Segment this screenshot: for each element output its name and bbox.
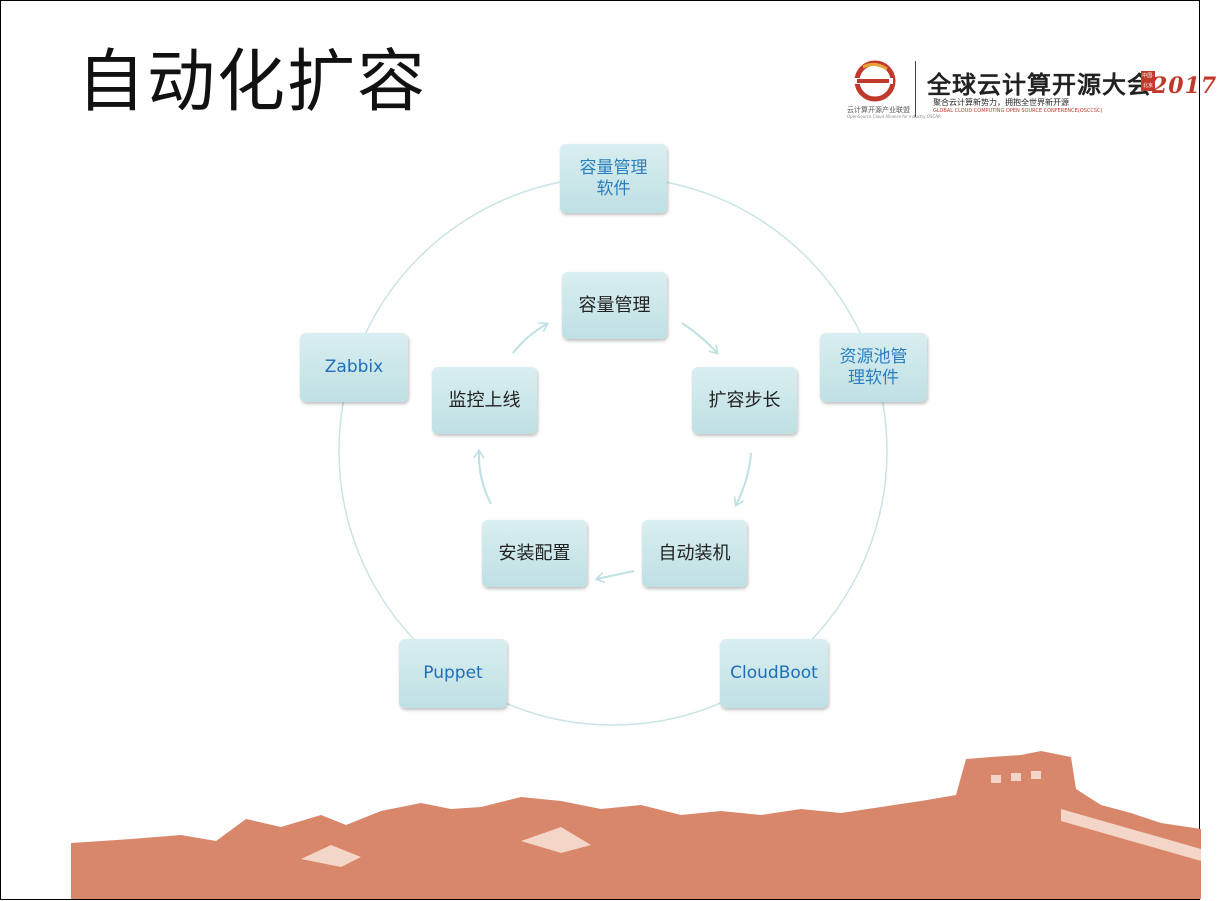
outer-node-label: 资源池管 理软件 <box>839 347 908 388</box>
step-node-label: 自动装机 <box>658 542 731 564</box>
outer-node-pool-software[interactable]: 资源池管 理软件 <box>820 333 927 402</box>
great-wall-mountains-decoration <box>71 751 1201 899</box>
outer-node-capacity-software[interactable]: 容量管理 软件 <box>560 144 667 213</box>
outer-node-cloudboot[interactable]: CloudBoot <box>720 639 828 708</box>
slide-title: 自动化扩容 <box>77 43 428 122</box>
step-node-label: 容量管理 <box>578 294 651 316</box>
brand-title: 全球云计算开源大会2017 <box>927 65 1217 100</box>
conference-logo: 云计算开源产业联盟 OpenSource Cloud Alliance for … <box>843 59 1216 121</box>
cycle-arrow-2 <box>733 452 752 508</box>
brand-slogan: 聚合云计算新势力，拥抱全世界新开源 <box>933 98 1069 107</box>
outer-node-label: 容量管理 软件 <box>579 158 648 199</box>
step-node-label: 监控上线 <box>448 389 521 411</box>
brand-english: GLOBAL CLOUD COMPUTING OPEN SOURCE CONFE… <box>933 108 1103 114</box>
step-node-install-config[interactable]: 安装配置 <box>482 520 587 587</box>
step-node-capacity-management[interactable]: 容量管理 <box>562 272 667 339</box>
brand-year: 2017 <box>1152 73 1217 99</box>
org-caption: 云计算开源产业联盟 <box>847 106 910 114</box>
cycle-arrow-1 <box>681 322 719 355</box>
outer-node-label: CloudBoot <box>730 663 818 684</box>
logo-divider <box>915 61 916 117</box>
outer-node-zabbix[interactable]: Zabbix <box>300 333 408 402</box>
brand-main: 全球云计算开源大会 <box>927 70 1152 99</box>
cycle-arrow-5 <box>512 322 550 354</box>
oscar-logo-icon <box>853 60 896 102</box>
step-node-label: 安装配置 <box>498 542 571 564</box>
step-node-monitor-online[interactable]: 监控上线 <box>432 367 537 434</box>
outer-node-label: Puppet <box>423 663 483 684</box>
outer-node-label: Zabbix <box>324 357 384 378</box>
cycle-arrow-4 <box>473 448 492 505</box>
cycle-arrow-3 <box>594 570 635 584</box>
step-node-auto-install[interactable]: 自动装机 <box>642 520 747 587</box>
org-caption-en: OpenSource Cloud Alliance for industry,O… <box>847 114 941 119</box>
brand-stamp: 中国·北京 <box>1141 71 1155 91</box>
outer-node-puppet[interactable]: Puppet <box>399 639 507 708</box>
step-node-label: 扩容步长 <box>708 389 781 411</box>
step-node-scaling-step[interactable]: 扩容步长 <box>692 367 797 434</box>
